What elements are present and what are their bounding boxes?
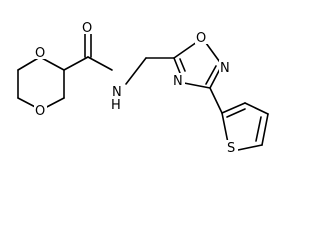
atom-o-carbonyl: O <box>82 21 92 36</box>
atom-labels: O O O N H O N N S <box>34 20 238 156</box>
bonds <box>17 30 269 151</box>
bond-th-c4-c3 <box>244 102 269 115</box>
bond-th-c3-c2 <box>221 102 246 114</box>
bond-oxa-n4-c5 <box>173 57 181 74</box>
bond-dioxane-2 <box>39 56 65 71</box>
bond-th-c2-s <box>221 112 229 144</box>
bond-ring-carbonyl <box>63 56 89 71</box>
bond-oxa-c3-n4 <box>183 82 211 89</box>
bond-oxa-n2-c3-double <box>205 65 217 85</box>
molecule-structure: O O O N H O N N S <box>17 20 269 156</box>
bond-oxa-c5-o <box>173 41 198 59</box>
atom-n-oxadiazole-bottom: N <box>173 74 183 89</box>
atom-s-thiophene: S <box>227 141 235 156</box>
atom-n-oxadiazole-right: N <box>220 61 230 76</box>
bond-th-c3-c2-double <box>226 108 246 118</box>
bond-oxa-thiophene <box>209 87 223 114</box>
atom-o-dioxane-lower: O <box>35 104 45 119</box>
bond-oxa-n4-c5-double <box>179 58 186 72</box>
bond-n-ch2 <box>125 57 147 85</box>
atom-o-dioxane-upper: O <box>35 46 45 61</box>
atom-n-amide: N <box>112 85 122 100</box>
bond-carbonyl-n <box>87 56 113 71</box>
bond-th-c5-c4-double <box>255 116 262 142</box>
bond-dioxane-1 <box>17 56 41 71</box>
bond-th-s-c5 <box>237 144 263 151</box>
atom-h-amide: H <box>111 98 121 113</box>
atom-o-oxadiazole: O <box>196 31 206 46</box>
bond-th-c5-c4 <box>261 113 269 146</box>
